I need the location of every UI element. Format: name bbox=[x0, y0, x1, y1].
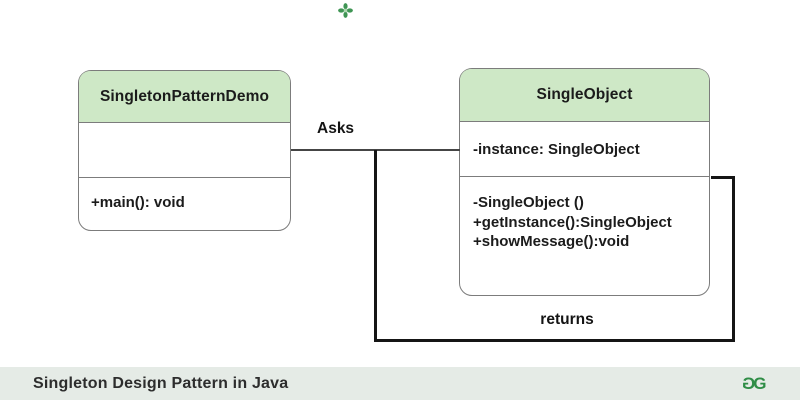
method-label: -SingleObject () bbox=[473, 194, 584, 211]
class-title: SingletonPatternDemo bbox=[79, 71, 290, 123]
class-title: SingleObject bbox=[460, 69, 709, 122]
asks-label: Asks bbox=[317, 120, 355, 137]
attribute-label: -instance: SingleObject bbox=[473, 140, 640, 158]
logo-glyph-mirrored-g: G bbox=[742, 373, 756, 393]
class-attributes-section: -instance: SingleObject bbox=[460, 122, 709, 177]
flower-icon bbox=[338, 3, 353, 18]
returns-label: returns bbox=[540, 311, 594, 328]
method-label: +main(): void bbox=[91, 194, 185, 211]
footer-band: Singleton Design Pattern in Java G G bbox=[0, 367, 800, 400]
class-box-singletonpatterndemo: SingletonPatternDemo +main(): void bbox=[78, 70, 291, 231]
class-methods-section: +main(): void bbox=[79, 178, 290, 230]
class-attributes-section-empty bbox=[79, 123, 290, 178]
returns-path-bottom-horizontal bbox=[374, 339, 735, 342]
method-label: +showMessage():void bbox=[473, 233, 630, 250]
geeksforgeeks-logo-icon: G G bbox=[742, 367, 766, 400]
footer-caption: Singleton Design Pattern in Java bbox=[33, 374, 289, 392]
returns-path-right-vertical bbox=[732, 176, 735, 342]
class-box-singleobject: SingleObject -instance: SingleObject -Si… bbox=[459, 68, 710, 296]
returns-path-box-stub bbox=[711, 176, 735, 179]
class-methods-section: -SingleObject () +getInstance():SingleOb… bbox=[460, 177, 709, 295]
method-label: +getInstance():SingleObject bbox=[473, 213, 672, 231]
returns-path-left-vertical bbox=[374, 150, 377, 342]
logo-glyph-g: G bbox=[753, 373, 767, 393]
